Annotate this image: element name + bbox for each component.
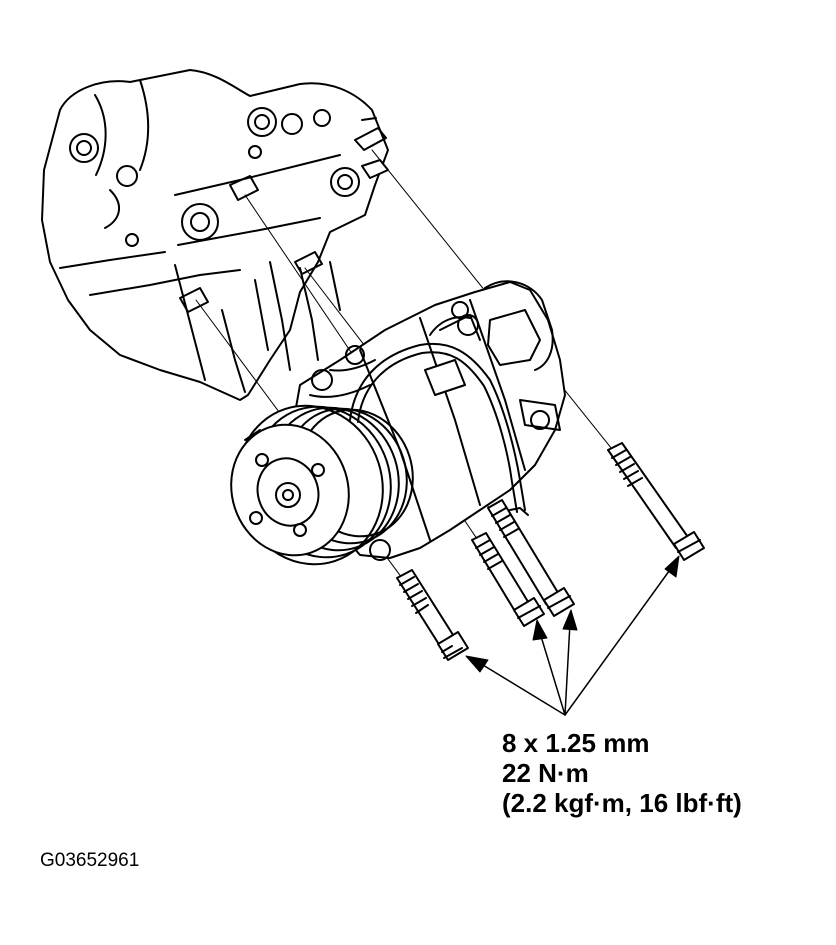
torque-spec-label: 8 x 1.25 mm 22 N·m (2.2 kgf·m, 16 lbf·ft… bbox=[502, 728, 742, 818]
callout-arrowheads bbox=[465, 555, 680, 673]
torque-nm-text: 22 N·m bbox=[502, 758, 589, 788]
figure-id: G03652961 bbox=[40, 850, 140, 871]
mounting-bolts bbox=[396, 442, 705, 661]
torque-callout-leaders bbox=[477, 566, 673, 716]
bolt-size-text: 8 x 1.25 mm bbox=[502, 728, 650, 758]
engine-block bbox=[41, 69, 389, 401]
torque-alt-units-text: (2.2 kgf·m, 16 lbf·ft) bbox=[502, 788, 742, 818]
clutch-pulley bbox=[230, 404, 414, 566]
